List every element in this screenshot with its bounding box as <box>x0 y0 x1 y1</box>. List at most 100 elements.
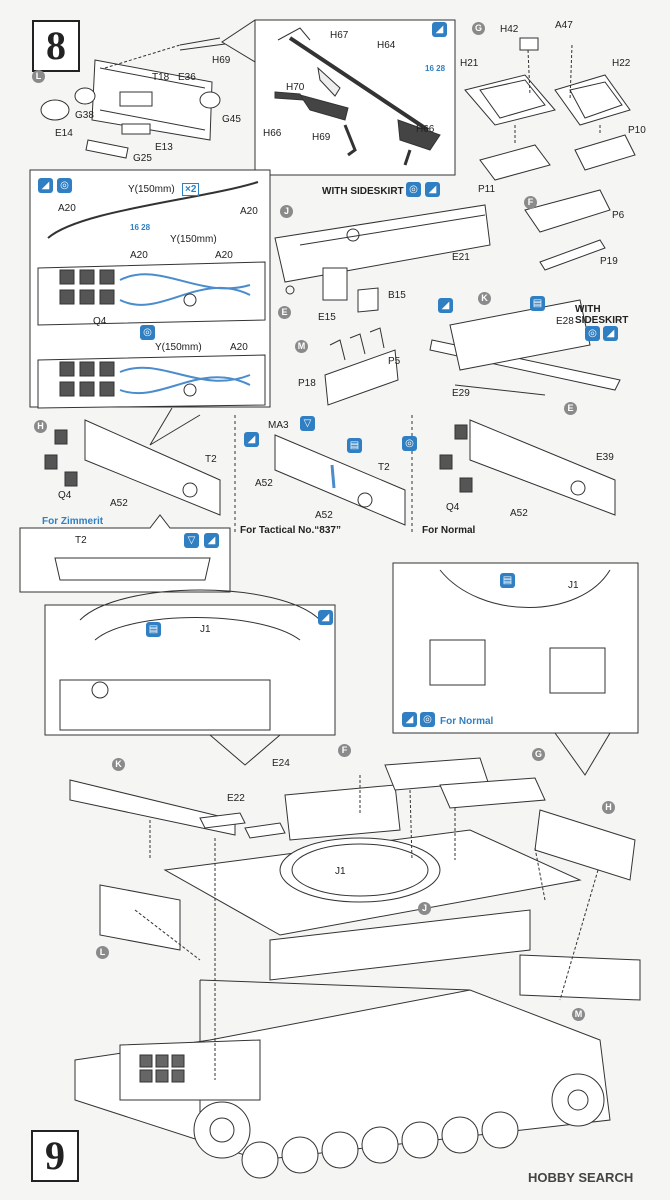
with-sideskirt-heading: WITH SIDESKIRT <box>322 186 404 197</box>
part-P18: P18 <box>298 378 316 389</box>
part-A52-mid-low: A52 <box>315 510 333 521</box>
paint-icon: ◎ <box>406 182 421 197</box>
part-Q4-right: Q4 <box>446 502 460 513</box>
circle-J-step9: J <box>418 902 431 915</box>
part-G45: G45 <box>222 114 241 125</box>
part-A52-mid-top: A52 <box>255 478 273 489</box>
circle-H-step9: H <box>602 801 615 814</box>
circle-G-step9: G <box>532 748 545 761</box>
part-E14: E14 <box>55 128 73 139</box>
paint-icon: ◎ <box>420 712 435 727</box>
hobby-search-watermark: HOBBY SEARCH <box>528 1170 634 1185</box>
part-E36: E36 <box>178 72 196 83</box>
caption-for-tactical-837: For Tactical No.“837” <box>240 525 341 536</box>
circle-E-J: E <box>278 306 291 319</box>
circle-J-step8: J <box>280 205 293 218</box>
circle-G-step8: G <box>472 22 485 35</box>
part-P5: P5 <box>388 356 401 367</box>
part-A47: A47 <box>555 20 573 31</box>
circle-M-step9: M <box>572 1008 585 1021</box>
caption-for-normal-h: For Normal <box>422 525 476 536</box>
caption-for-zimmerit: For Zimmerit <box>42 516 104 527</box>
decal-icon: ▤ <box>347 438 362 453</box>
circle-L-step9: L <box>96 946 109 959</box>
caption-for-normal-detail: For Normal <box>440 716 494 727</box>
part-H22: H22 <box>612 58 631 69</box>
glue-icon: ◢ <box>244 432 259 447</box>
part-E28: E28 <box>556 316 574 327</box>
part-T2-inset: T2 <box>75 535 87 546</box>
part-Q4: Q4 <box>93 316 107 327</box>
part-G25: G25 <box>133 153 152 164</box>
circle-H-step8: H <box>34 420 47 433</box>
part-P6: P6 <box>612 210 625 221</box>
part-MA3: MA3 <box>268 420 289 431</box>
circle-L-step8: L <box>32 70 45 83</box>
part-G38: G38 <box>75 110 94 121</box>
part-E13: E13 <box>155 142 173 153</box>
paint-icon: ◎ <box>585 326 600 341</box>
part-E29: E29 <box>452 388 470 399</box>
part-A20-low: A20 <box>230 342 248 353</box>
part-H70: H70 <box>286 82 305 93</box>
part-A20-mid-left: A20 <box>130 250 148 261</box>
part-H69: H69 <box>312 132 331 143</box>
glue-icon: ◢ <box>432 22 447 37</box>
step-number-8: 8 <box>32 20 80 72</box>
part-E22: E22 <box>227 793 245 804</box>
circle-F-step8: F <box>524 196 537 209</box>
part-A20-right: A20 <box>240 206 258 217</box>
part-E39: E39 <box>596 452 614 463</box>
glue-icon: ◢ <box>402 712 417 727</box>
part-J1-step9: J1 <box>335 866 346 877</box>
paint-icon: ◎ <box>57 178 72 193</box>
cable-Y150-mid: Y(150mm) <box>170 234 217 245</box>
part-H66-right: H66 <box>416 124 435 135</box>
part-P10: P10 <box>628 125 646 136</box>
part-H64: H64 <box>377 40 396 51</box>
part-B15: B15 <box>388 290 406 301</box>
with-sideskirt-heading-k: WITH SIDESKIRT <box>575 304 629 326</box>
circle-F-step9: F <box>338 744 351 757</box>
paint-icon: ◎ <box>402 436 417 451</box>
glue-icon: ◢ <box>425 182 440 197</box>
glue-icon: ◢ <box>204 533 219 548</box>
part-E15: E15 <box>318 312 336 323</box>
part-E24: E24 <box>272 758 290 769</box>
decal-icon: ▤ <box>530 296 545 311</box>
part-H66-left: H66 <box>263 128 282 139</box>
part-A20-top: A20 <box>58 203 76 214</box>
part-A52-left: A52 <box>110 498 128 509</box>
decal-icon: ▤ <box>500 573 515 588</box>
part-J1-detail-right: J1 <box>568 580 579 591</box>
part-A20-mid-right: A20 <box>215 250 233 261</box>
paint-icon: ▽ <box>300 416 315 431</box>
part-H69-left: H69 <box>212 55 231 66</box>
circle-K-step9: K <box>112 758 125 771</box>
part-J1-detail-left: J1 <box>200 624 211 635</box>
glue-icon: ◢ <box>438 298 453 313</box>
part-A52-right: A52 <box>510 508 528 519</box>
step-number-9: 9 <box>31 1130 79 1182</box>
part-T18: T18 <box>152 72 170 83</box>
glue-icon: ◢ <box>318 610 333 625</box>
part-E21: E21 <box>452 252 470 263</box>
circle-K-step8: K <box>478 292 491 305</box>
part-P11: P11 <box>478 184 496 195</box>
cable-Y150-low: Y(150mm) <box>155 342 202 353</box>
part-T2-left: T2 <box>205 454 217 465</box>
part-T2-mid: T2 <box>378 462 390 473</box>
glue-icon: ◢ <box>38 178 53 193</box>
glue-icon: ◢ <box>603 326 618 341</box>
cable-Y150-x2: Y(150mm) <box>128 184 175 195</box>
circle-M-step8: M <box>295 340 308 353</box>
part-H42: H42 <box>500 24 519 35</box>
paint-note-mg: 16 28 <box>425 64 446 73</box>
circle-E-K: E <box>564 402 577 415</box>
part-Q4-left: Q4 <box>58 490 72 501</box>
part-H67: H67 <box>330 30 349 41</box>
decal-icon: ▤ <box>146 622 161 637</box>
paint-icon: ▽ <box>184 533 199 548</box>
part-H21: H21 <box>460 58 479 69</box>
